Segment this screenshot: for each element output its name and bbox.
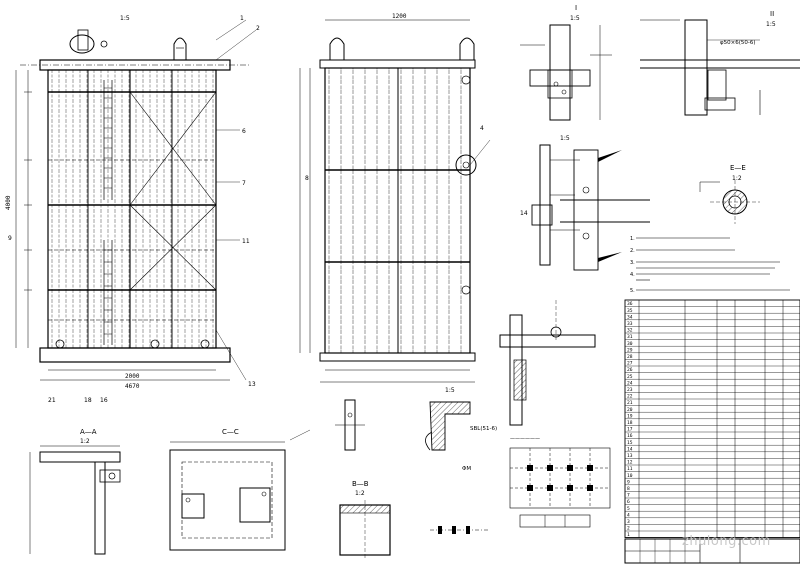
callout-6: 6	[242, 128, 246, 135]
parts-table-row-number: 22	[627, 394, 633, 400]
parts-table-row-number: 29	[627, 347, 633, 353]
parts-table-row-number: 28	[627, 354, 633, 360]
detail-ii: II 1:5 φ50×6(50-6)	[640, 10, 800, 116]
detail-i-label: I	[575, 4, 577, 12]
parts-table-row-number: 6	[627, 499, 630, 505]
dim-height: 4000	[5, 195, 12, 210]
plate-note: ΦM	[462, 466, 471, 472]
callout-16: 16	[100, 397, 108, 404]
parts-table-row-number: 34	[627, 314, 633, 320]
parts-table-row-number: 35	[627, 308, 633, 314]
lifting-lug-right	[173, 37, 187, 61]
parts-table-row-number: 4	[627, 512, 630, 518]
parts-table-row-number: 12	[627, 460, 633, 466]
parts-table-row-number: 27	[627, 361, 633, 367]
parts-table-row-number: 8	[627, 486, 630, 492]
watermark: zhulong.com	[682, 534, 771, 549]
rubber-seal-detail: 1:5 SBL(51-6) ΦM	[425, 387, 497, 472]
parts-table-row-number: 11	[627, 466, 633, 472]
front-elevation: 2000 4670 4000 1 2 6 7 11 13 9 21 18 16 …	[5, 15, 260, 404]
section-aa: A—A 1:2	[29, 428, 121, 555]
parts-table-row-number: 30	[627, 341, 633, 347]
parts-table-row-number: 21	[627, 400, 633, 406]
detail-ii-label: II	[770, 10, 774, 18]
parts-table-row-number: 14	[627, 446, 633, 452]
hole-layout-grid: ——————	[430, 436, 611, 534]
note-2: 2.	[630, 248, 635, 254]
parts-table-row-number: 33	[627, 321, 633, 327]
detail-i: I 1:5	[520, 4, 612, 121]
section-bb-scale: 1:2	[355, 490, 365, 497]
section-stiffener	[335, 399, 365, 451]
section-aa-label: A—A	[80, 428, 97, 436]
seal-note: SBL(51-6)	[470, 426, 497, 432]
note-4: 4.	[630, 272, 635, 278]
parts-table-row-number: 18	[627, 420, 633, 426]
section-cc-label: C—C	[222, 428, 239, 436]
callout-7: 7	[242, 180, 246, 187]
section-aa-scale: 1:2	[80, 438, 90, 445]
callout-9: 9	[8, 235, 12, 242]
callout-13: 13	[248, 381, 256, 388]
seal-detail: 1:5 14	[520, 135, 650, 271]
parts-table-row-number: 24	[627, 380, 633, 386]
title-block	[624, 538, 800, 564]
grid-title: ——————	[510, 436, 540, 442]
dim-total-width: 4670	[125, 383, 140, 390]
parts-table-row-number: 9	[627, 479, 630, 485]
note-5: 5.	[630, 288, 635, 294]
callout-11: 11	[242, 238, 250, 245]
ladder	[103, 80, 113, 345]
parts-list-table: 3635343332313029282726252423222120191817…	[624, 299, 800, 538]
section-bb-label: B—B	[352, 480, 369, 488]
parts-table-row-number: 10	[627, 473, 633, 479]
callout-8: 8	[305, 175, 309, 182]
callout-14: 14	[520, 210, 528, 217]
callout-2: 2	[256, 25, 260, 32]
detail-i-scale: 1:5	[570, 15, 580, 22]
detail-ii-note: φ50×6(50-6)	[720, 40, 756, 46]
parts-table-row-number: 15	[627, 440, 633, 446]
parts-table-row-number: 17	[627, 427, 633, 433]
scale-label-mid: 1:5	[560, 135, 570, 142]
parts-table-row-number: 26	[627, 367, 633, 373]
callout-21: 21	[48, 397, 56, 404]
parts-table-row-number: 32	[627, 328, 633, 334]
parts-table-row-number: 5	[627, 506, 630, 512]
lifting-lug-left	[69, 29, 108, 54]
parts-table-row-number: 20	[627, 407, 633, 413]
view-scale: 1:5	[120, 15, 130, 22]
dim-inner-width: 2000	[125, 373, 140, 380]
callout-4: 4	[480, 125, 484, 132]
callout-1: 1	[240, 15, 244, 22]
note-3: 3.	[630, 260, 635, 266]
seal-scale: 1:5	[445, 387, 455, 394]
section-d	[499, 300, 596, 426]
parts-table-row-number: 7	[627, 493, 630, 499]
parts-table-row-number: 19	[627, 413, 633, 419]
parts-table-row-number: 31	[627, 334, 633, 340]
section-ee-scale: 1:2	[732, 175, 742, 182]
parts-table-row-number: 3	[627, 519, 630, 525]
parts-table-row-number: 16	[627, 433, 633, 439]
parts-table-row-number: 36	[627, 301, 633, 307]
parts-table-row-number: 1	[627, 532, 630, 538]
section-bb: B—B 1:2	[339, 480, 391, 560]
section-ee: E—E 1:2	[699, 164, 760, 224]
parts-table-row-number: 25	[627, 374, 633, 380]
callout-18: 18	[84, 397, 92, 404]
detail-ii-scale: 1:5	[766, 21, 776, 28]
parts-table-row-number: 2	[627, 526, 630, 532]
parts-table-row-number: 13	[627, 453, 633, 459]
section-ee-label: E—E	[730, 164, 746, 172]
section-cc: C—C	[169, 428, 311, 551]
note-1: 1.	[630, 236, 635, 242]
side-dim-top: 1200	[392, 13, 407, 20]
side-elevation: 1200 4 8	[299, 13, 491, 383]
parts-table-row-number: 23	[627, 387, 633, 393]
general-notes: 1. 2. 3. 4. 5.	[630, 236, 790, 294]
